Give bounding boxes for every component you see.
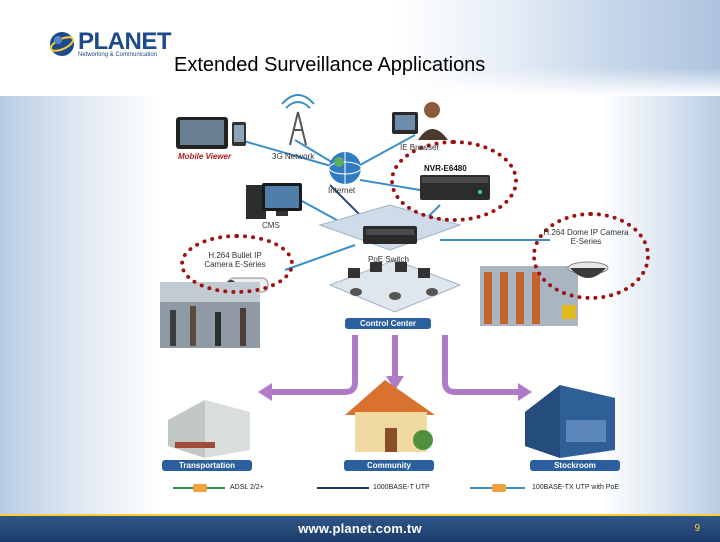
legend-100base-tx-poe: 100BASE-TX UTP with PoE: [532, 484, 620, 491]
nvr-label: NVR-E6480: [424, 164, 467, 173]
control-center: [328, 259, 462, 313]
site-arrows: [270, 335, 520, 395]
nvr-highlight-ring: [390, 140, 518, 222]
control-center-label: Control Center: [345, 318, 431, 329]
mobile-viewer-label: Mobile Viewer: [178, 152, 232, 161]
operator-icon: [392, 102, 448, 140]
legend-lines: [173, 484, 525, 492]
legend-adsl: ADSL 2/2+: [230, 484, 264, 491]
poe-switch-label: PoE Switch: [368, 255, 409, 264]
right-gradient-band: [600, 96, 720, 514]
site-label-stockroom: Stockroom: [530, 460, 620, 471]
mobile-viewer-device: [176, 117, 246, 149]
cms-computer: [246, 183, 302, 219]
left-gradient-band: [0, 96, 160, 514]
page-number: 9: [694, 523, 700, 534]
bullet-camera-highlight-ring: [180, 234, 294, 294]
footer-bar: www.planet.com.tw 9: [0, 514, 720, 542]
community-house: [345, 380, 435, 452]
ie-browser-label: IE Browser: [400, 143, 440, 152]
tower-icon: [281, 94, 315, 146]
3g-network-label: 3G Network: [272, 152, 315, 161]
link-bullet-switch: [284, 244, 356, 271]
planet-logo: PLANET Networking & Communication: [48, 28, 172, 64]
link-mobile-internet: [239, 139, 346, 171]
logo-tagline: Networking & Communication: [78, 52, 158, 58]
warehouse-photo: [480, 266, 578, 326]
footer-url[interactable]: www.planet.com.tw: [298, 521, 422, 536]
legend-1000base-t: 1000BASE-T UTP: [373, 484, 430, 491]
cms-label: CMS: [262, 221, 280, 230]
dome-camera-label: H.264 Dome IP Camera E-Series: [543, 228, 629, 246]
logo-wordmark: PLANET: [78, 28, 172, 55]
page-title: Extended Surveillance Applications: [174, 54, 486, 76]
transportation-building: [168, 400, 250, 458]
site-label-community: Community: [344, 460, 434, 471]
dome-camera-highlight-ring: [532, 212, 650, 300]
internet-label: Internet: [328, 186, 356, 195]
bullet-camera-label: H.264 Bullet IP Camera E-Series: [204, 251, 266, 269]
stockroom-building: [525, 385, 615, 458]
globe-icon: [49, 32, 75, 56]
header-band: [0, 0, 720, 96]
link-internet-ie: [359, 134, 416, 166]
site-label-transportation: Transportation: [162, 460, 252, 471]
internet-globe-icon: [328, 152, 362, 184]
